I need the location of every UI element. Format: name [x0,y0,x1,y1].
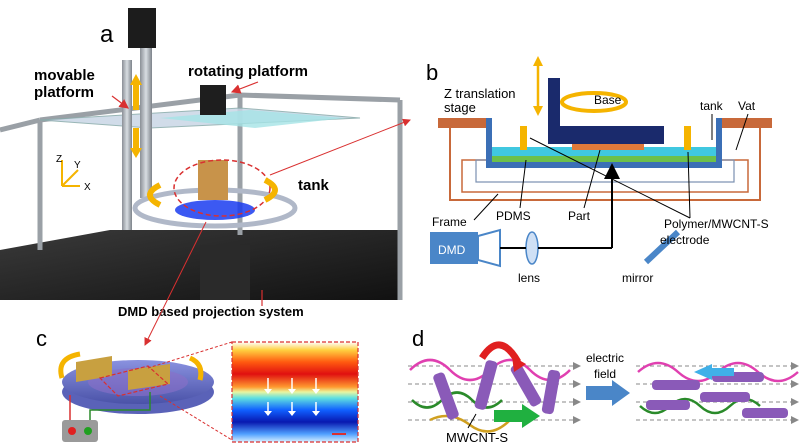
tank-highlight [173,159,271,217]
mirror-shape [643,229,681,265]
label-tank-a: tank [298,177,330,194]
label-z-stage: Z translation [444,86,516,101]
nanotubes-left [433,360,561,420]
field-arrow-body [586,386,612,400]
green-arrow-head [522,404,540,428]
tank-wall-left [486,118,492,168]
label-movable: movable [34,67,95,84]
dmd-nozzle [477,228,501,268]
field-map [231,341,359,443]
panel-a: a movable platform rotating platform tan… [0,8,411,346]
label-dmd-system: DMD based projection system [118,304,304,319]
label-lens: lens [518,271,540,285]
polymer-layer [492,147,716,157]
base-rotation-arrow [560,91,628,113]
axis-y-label: Y [74,160,81,171]
panel-b-letter: b [426,60,438,85]
label-base: Base [594,93,622,107]
electrode-plate-right [128,364,170,390]
label-vat: Vat [738,99,756,113]
label-part: Part [568,209,591,223]
label-mwcnt: MWCNT-S [446,430,508,445]
c-rotate-left [58,351,81,379]
label-platform: platform [34,84,94,101]
tower-column [140,48,152,198]
lens-shape [525,231,539,265]
rotating-motor [200,85,226,115]
rotate-arrow-left [147,182,162,208]
build-head [198,160,228,200]
tank-floor [486,162,722,168]
axis-z-label: Z [56,154,62,165]
motor-top [128,8,156,48]
axis-x-label: X [84,182,91,193]
pdms-layer [492,156,716,162]
label-frame: Frame [432,215,467,229]
label-pdms: PDMS [496,209,531,223]
electrode-plate-left [76,356,112,382]
part-block [572,144,644,150]
label-stage: stage [444,100,476,115]
c-rotate-right [188,355,204,381]
label-electrode: electrode [660,233,710,247]
link-a-to-b [269,118,411,176]
link-a-to-c [144,221,207,346]
label-rotating-platform: rotating platform [188,63,308,80]
dmd-box [430,232,478,264]
panel-b: b Z translation [426,56,772,285]
projector-box [200,245,250,300]
panel-d-letter: d [412,326,424,351]
rotate-arrow-right [263,177,278,203]
base-block [548,78,664,144]
tank-wall-right [716,118,722,168]
cyan-arrow [694,364,712,380]
axis-triad [61,160,80,187]
rotation-arrow-d [479,341,522,364]
label-tank-b: tank [700,99,724,113]
nanotubes-right [646,372,788,418]
panel-d: d electric field [408,326,799,445]
frame-top-left [438,118,486,128]
panel-a-letter: a [100,21,114,48]
power-source [62,420,98,442]
field-arrow-head [612,380,630,406]
electrode-left [520,126,527,150]
panel-c: c [36,326,359,443]
field-arrows [267,378,317,412]
green-arrow-body [494,410,522,422]
c-highlight [98,365,170,397]
label-field: field [594,367,616,381]
label-dmd: DMD [438,243,466,257]
frame-top-right [722,118,772,128]
label-electric: electric [586,351,624,365]
electrode-right [684,126,691,150]
label-polymer: Polymer/MWCNT-S [664,217,769,231]
terminal-green [84,427,92,435]
tank-resin [175,200,255,220]
terminal-red [68,427,76,435]
label-mirror: mirror [622,271,653,285]
panel-c-letter: c [36,326,47,351]
